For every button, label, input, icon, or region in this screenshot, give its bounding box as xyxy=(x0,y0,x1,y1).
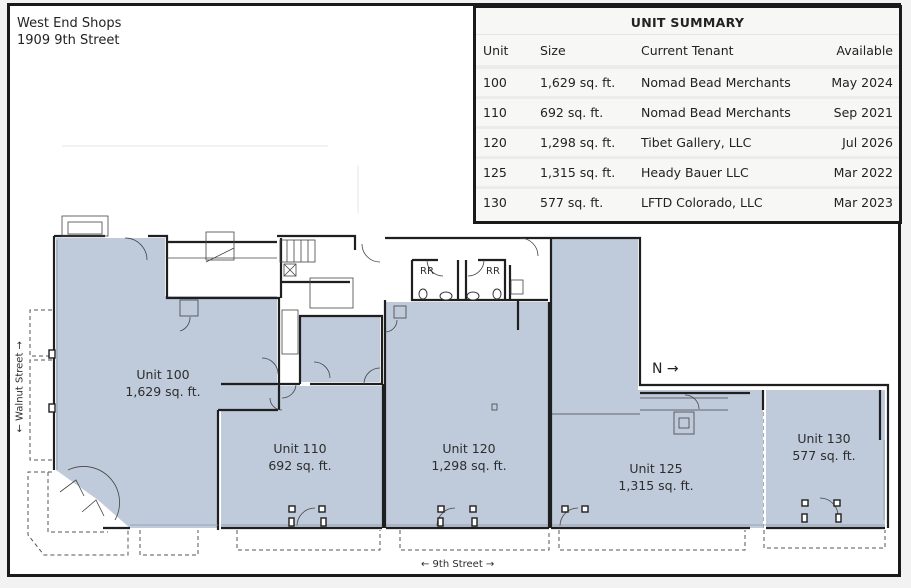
cell-available: Sep 2021 xyxy=(813,97,899,129)
cell-unit: 130 xyxy=(483,195,507,210)
door-posts xyxy=(48,349,842,527)
table-row: 110 692 sq. ft. Nomad Bead Merchants Sep… xyxy=(476,97,899,129)
cell-tenant: LFTD Colorado, LLC xyxy=(641,195,763,210)
unit-120-label: Unit 120 1,298 sq. ft. xyxy=(414,440,524,474)
fixtures xyxy=(418,288,502,301)
unit-summary-panel: UNIT SUMMARY Unit Size Current Tenant Av… xyxy=(473,5,902,224)
table-row: 130 577 sq. ft. LFTD Colorado, LLC Mar 2… xyxy=(476,188,899,217)
cell-tenant: Nomad Bead Merchants xyxy=(634,97,814,129)
cell-available: Mar 2022 xyxy=(813,157,899,189)
unit-name: Unit 110 xyxy=(273,441,327,456)
cell-unit: 120 xyxy=(476,127,533,159)
table-row: 100 1,629 sq. ft. Nomad Bead Merchants M… xyxy=(476,67,899,99)
street-label-9th: ← 9th Street → xyxy=(421,559,495,570)
cell-tenant: Nomad Bead Merchants xyxy=(634,67,814,99)
cell-size: 1,315 sq. ft. xyxy=(533,157,634,189)
unit-125-label: Unit 125 1,315 sq. ft. xyxy=(601,460,711,494)
unit-size: 577 sq. ft. xyxy=(792,448,856,463)
cell-size: 692 sq. ft. xyxy=(533,97,634,129)
walls xyxy=(52,234,890,530)
cell-tenant: Heady Bauer LLC xyxy=(634,157,814,189)
unit-size: 692 sq. ft. xyxy=(268,458,332,473)
cell-size: 577 sq. ft. xyxy=(540,195,604,210)
detail-lines xyxy=(56,215,885,527)
unit-130-label: Unit 130 577 sq. ft. xyxy=(769,430,879,464)
unit-size: 1,315 sq. ft. xyxy=(618,478,694,493)
street-label-walnut: ← Walnut Street → xyxy=(14,341,26,433)
unit-name: Unit 125 xyxy=(629,461,683,476)
column-header-size: Size xyxy=(533,35,634,69)
column-header-available: Available xyxy=(813,35,899,69)
cell-tenant: Tibet Gallery, LLC xyxy=(634,127,814,159)
cell-available: Jul 2026 xyxy=(813,127,899,159)
cell-unit: 125 xyxy=(476,157,533,189)
cell-available: Mar 2023 xyxy=(833,195,893,210)
unit-name: Unit 120 xyxy=(442,441,496,456)
unit-summary-title: UNIT SUMMARY xyxy=(476,8,899,35)
cell-available: May 2024 xyxy=(813,67,899,99)
property-name: West End Shops xyxy=(17,16,122,31)
table-row: 120 1,298 sq. ft. Tibet Gallery, LLC Jul… xyxy=(476,127,899,159)
cell-size: 1,298 sq. ft. xyxy=(533,127,634,159)
unit-size: 1,298 sq. ft. xyxy=(431,458,507,473)
unit-name: Unit 130 xyxy=(797,431,851,446)
title-block: West End Shops 1909 9th Street xyxy=(17,15,121,49)
table-row: 125 1,315 sq. ft. Heady Bauer LLC Mar 20… xyxy=(476,157,899,189)
unit-100-label: Unit 100 1,629 sq. ft. xyxy=(108,366,218,400)
column-header-unit: Unit xyxy=(476,35,533,69)
table-header-row: Unit Size Current Tenant Available xyxy=(476,35,899,69)
sidewalk-outlines xyxy=(27,309,886,556)
cell-unit: 100 xyxy=(476,67,533,99)
restroom-label: RR xyxy=(420,266,434,277)
unit-fills xyxy=(56,238,885,528)
column-header-tenant: Current Tenant xyxy=(634,35,814,69)
restroom-label: RR xyxy=(486,266,500,277)
cell-unit: 110 xyxy=(476,97,533,129)
unit-name: Unit 100 xyxy=(136,367,190,382)
unit-size: 1,629 sq. ft. xyxy=(125,384,201,399)
north-indicator: N → xyxy=(652,361,679,377)
unit-110-label: Unit 110 692 sq. ft. xyxy=(245,440,355,474)
cell-size: 1,629 sq. ft. xyxy=(533,67,634,99)
property-address: 1909 9th Street xyxy=(17,33,120,48)
unit-summary-table: Unit Size Current Tenant Available 100 1… xyxy=(476,35,899,216)
